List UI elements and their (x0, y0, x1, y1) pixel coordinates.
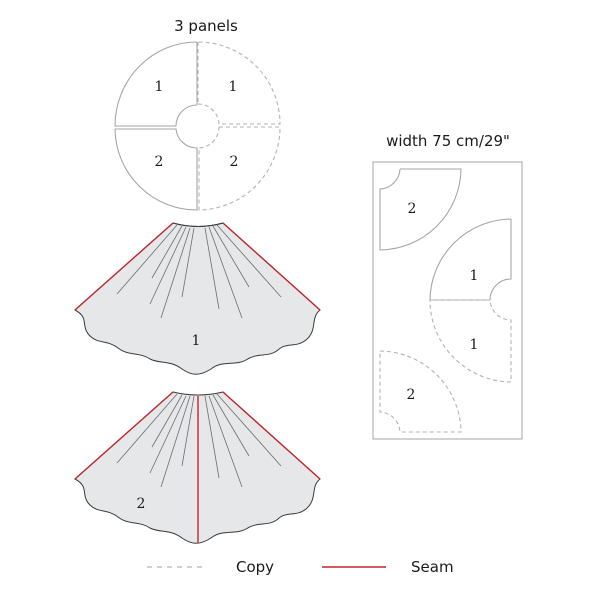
quadrant-label: 2 (230, 154, 239, 170)
fabric-width-label: width 75 cm/29" (386, 132, 510, 150)
quadrant-label: 2 (155, 154, 164, 170)
circle-pattern: 3 panels 1 1 2 2 (114, 17, 281, 211)
layout-piece-1-upper (429, 218, 512, 301)
quadrant-label: 1 (155, 79, 164, 95)
skirt-1-fold-lines (116, 224, 282, 319)
layout-piece-label: 1 (470, 268, 479, 284)
skirt-1: 1 (74, 222, 321, 375)
quadrant-top-left (114, 41, 198, 127)
skirt-1-body (74, 222, 321, 375)
skirt-1-waist (172, 222, 224, 227)
quadrant-bottom-right (198, 126, 281, 211)
skirt-1-label: 1 (192, 333, 201, 349)
layout-piece-2-bottom (379, 350, 462, 433)
fabric-layout: width 75 cm/29" 2 1 1 2 (372, 132, 523, 440)
skirt-1-seam-right (222, 222, 321, 311)
layout-piece-label: 2 (408, 201, 417, 217)
quadrant-top-right (197, 41, 281, 125)
fabric-rectangle (372, 161, 523, 440)
quadrant-bottom-left (114, 128, 198, 211)
skirt-2-fold-lines (116, 393, 282, 488)
skirt-2-seam-left (74, 391, 174, 480)
quadrant-top-left-inner (175, 104, 198, 127)
layout-piece-label: 2 (407, 387, 416, 403)
layout-piece-label: 1 (470, 337, 479, 353)
skirt-2: 2 (74, 391, 321, 544)
skirt-2-label: 2 (137, 496, 146, 512)
legend-copy-label: Copy (236, 558, 274, 576)
layout-piece-2-top (379, 168, 462, 251)
layout-piece-1-lower (429, 299, 512, 383)
legend: Copy Seam (147, 558, 454, 576)
pattern-title: 3 panels (174, 17, 238, 35)
skirt-1-seam-left (74, 222, 174, 311)
quadrant-label: 1 (229, 79, 238, 95)
legend-seam-label: Seam (411, 558, 454, 576)
skirt-2-seam-right (222, 391, 321, 480)
